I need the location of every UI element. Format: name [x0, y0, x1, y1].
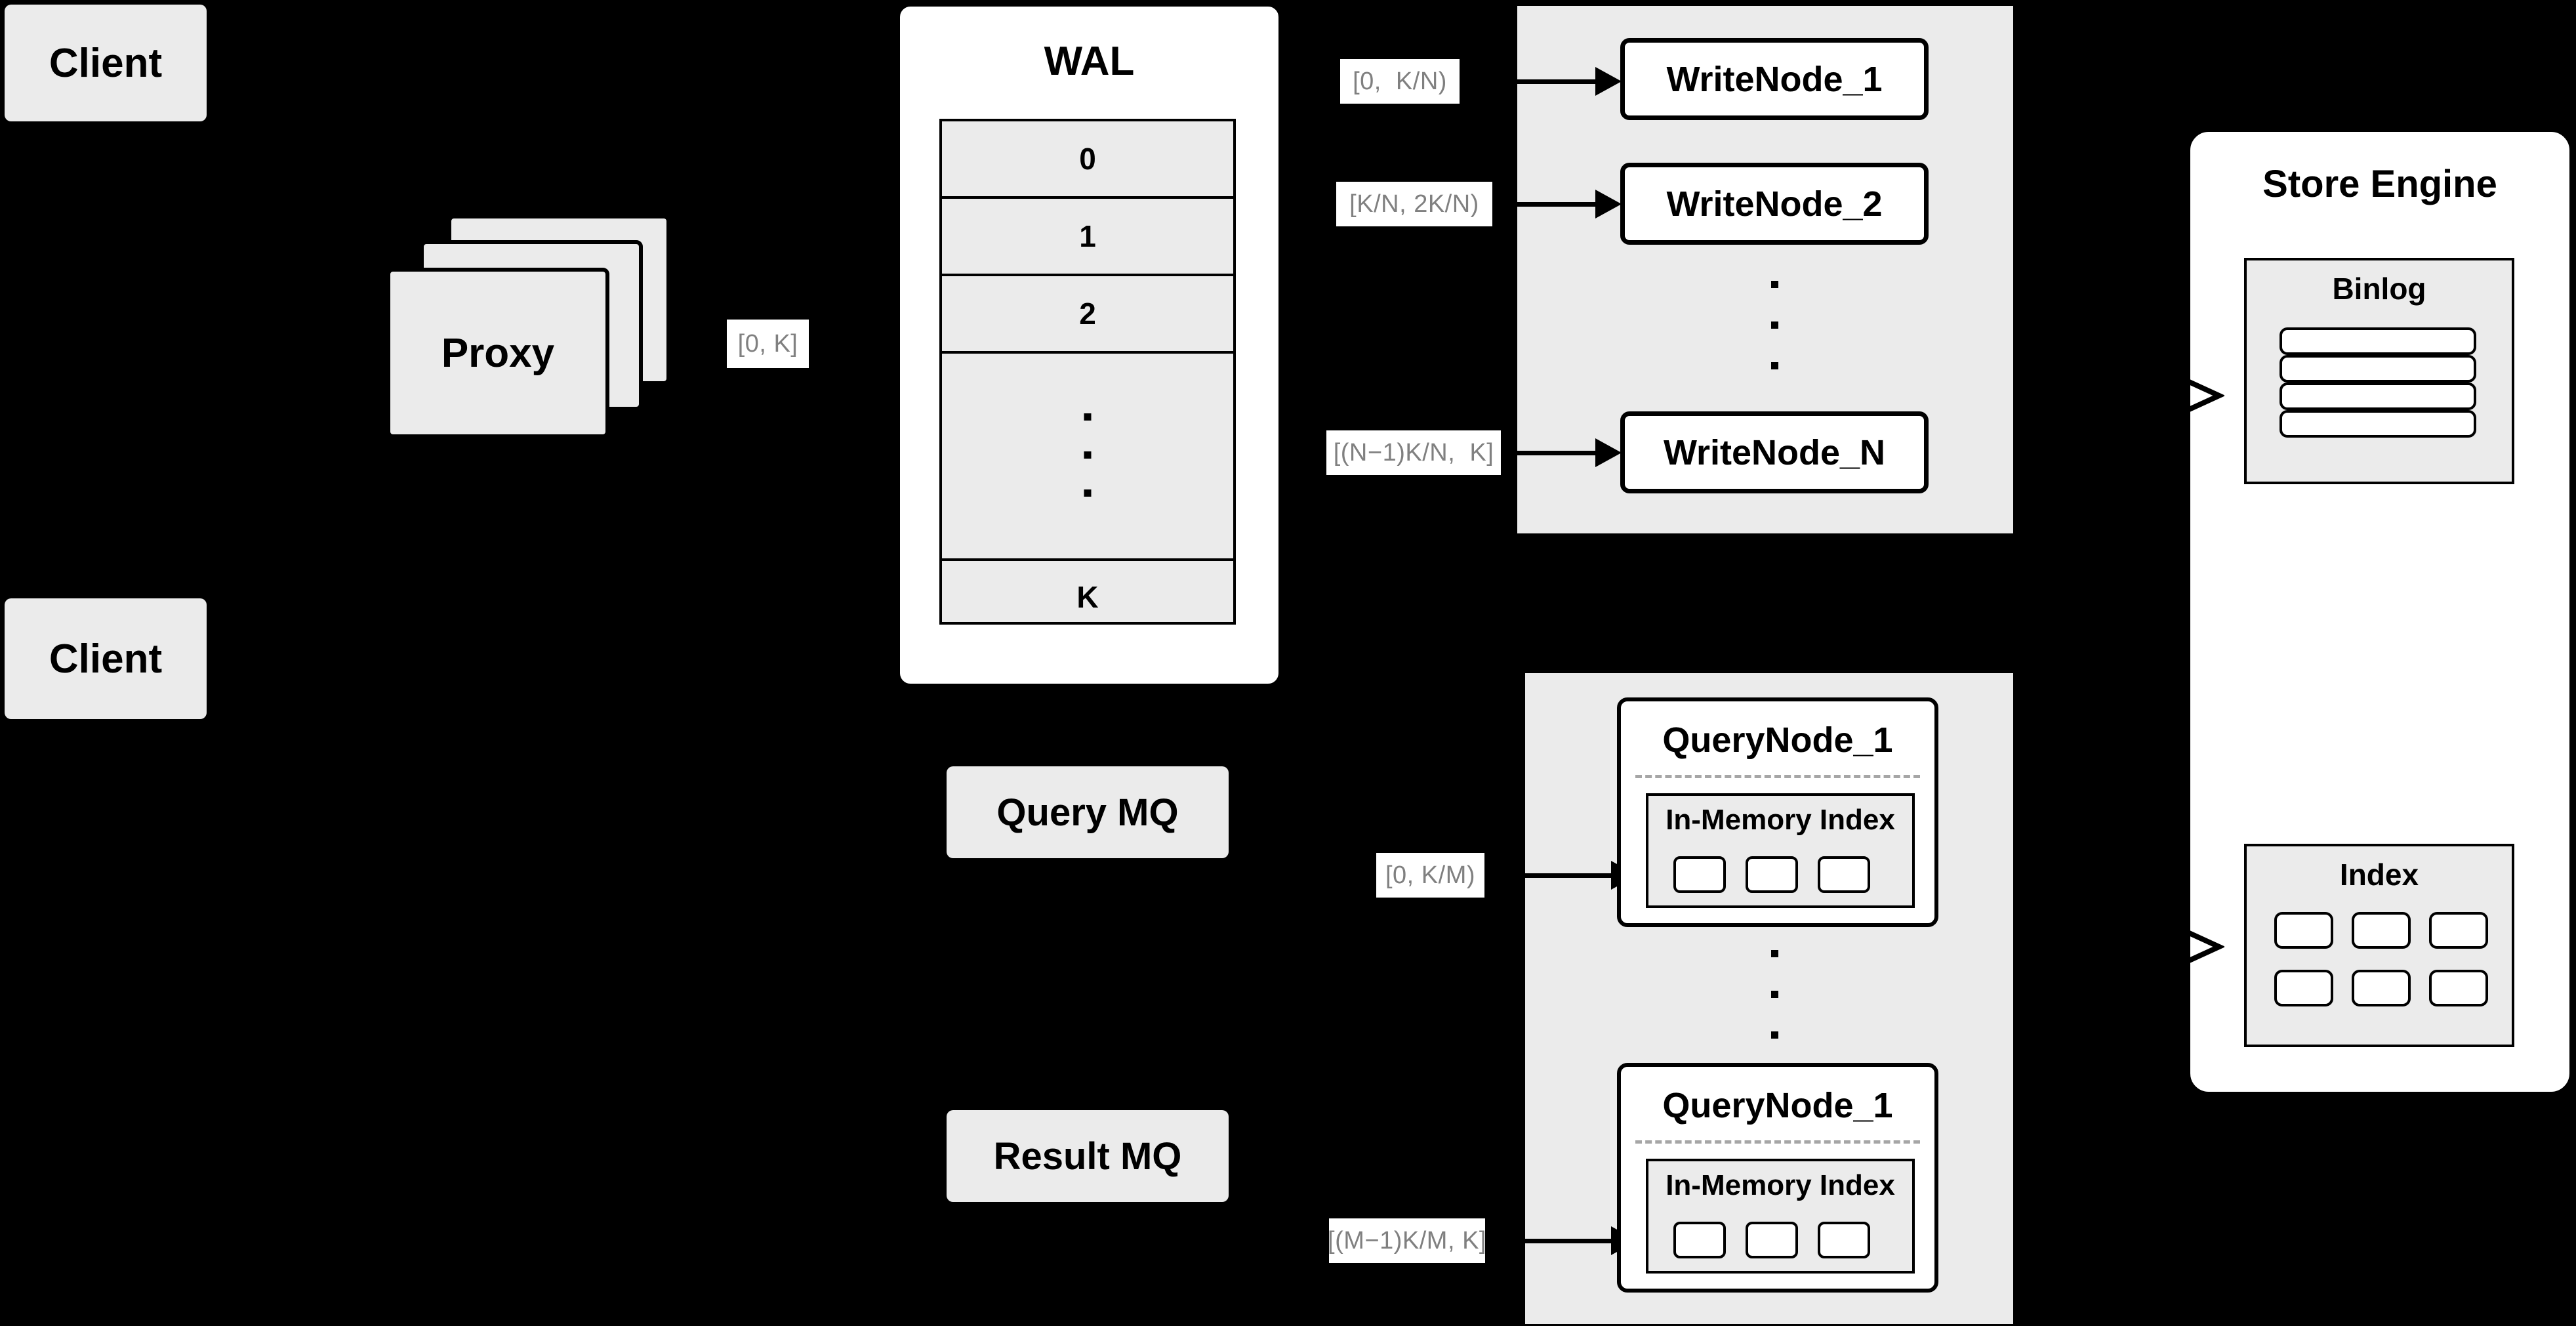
open-triangle-arrowhead-index: [2185, 928, 2224, 966]
writenode-n-range-text: [(N−1)K/N, K]: [1333, 438, 1494, 466]
writenode-2-range-text: [K/N, 2K/N): [1349, 190, 1479, 218]
in-memory-index-box-m: In-Memory Index: [1646, 1159, 1915, 1274]
index-cell-2[interactable]: [2352, 912, 2411, 949]
in-memory-index-title-text-m: In-Memory Index: [1666, 1169, 1895, 1201]
writenode-n-range-label: [(N−1)K/N, K]: [1326, 430, 1501, 475]
client-label-2: Client: [49, 636, 163, 682]
index-title: Index: [2247, 857, 2512, 892]
querynode-title-1: QueryNode_1: [1621, 720, 1934, 760]
writenode-n-arrow: [1515, 438, 1627, 467]
writenode-box-n[interactable]: WriteNode_N: [1620, 411, 1929, 493]
in-memory-index-title-text-1: In-Memory Index: [1666, 804, 1895, 836]
querynode-box-1[interactable]: QueryNode_1 In-Memory Index: [1617, 697, 1938, 927]
writenode-box-1[interactable]: WriteNode_1: [1620, 38, 1929, 120]
querynode-m-range-text: [(M−1)K/M, K]: [1328, 1226, 1486, 1254]
wal-cell-text-k: K: [1076, 579, 1099, 614]
writenode-2-arrow: [1515, 190, 1627, 218]
wal-table: 0 1 2 K: [939, 119, 1236, 625]
index-cell-6[interactable]: [2429, 970, 2488, 1006]
proxy-range-label: [0, K]: [727, 320, 809, 368]
wal-title: WAL: [897, 38, 1281, 85]
result-mq-label: Result MQ: [993, 1134, 1182, 1178]
writenode-label-n: WriteNode_N: [1663, 432, 1886, 472]
querynode-box-m[interactable]: QueryNode_1 In-Memory Index: [1617, 1063, 1938, 1293]
index-title-text: Index: [2339, 858, 2419, 892]
binlog-row-4[interactable]: [2280, 410, 2476, 438]
binlog-row-2[interactable]: [2280, 355, 2476, 383]
binlog-title-text: Binlog: [2332, 272, 2426, 306]
binlog-in-arrow: [2154, 376, 2229, 415]
index-box: Index: [2244, 844, 2514, 1047]
wal-cell-text-1: 1: [1079, 219, 1096, 253]
writenode-2-range-label: [K/N, 2K/N): [1336, 182, 1492, 226]
writenode-1-arrow: [1515, 67, 1627, 96]
in-memory-index-cell-1-3[interactable]: [1818, 856, 1870, 893]
index-cell-4[interactable]: [2274, 970, 2333, 1006]
in-memory-index-cell-m-3[interactable]: [1818, 1222, 1870, 1258]
querynode-divider-1: [1635, 775, 1920, 778]
querynode-1-range-text: [0, K/M): [1385, 861, 1476, 889]
querynode-title-text-1: QueryNode_1: [1662, 720, 1893, 760]
writenode-label-2: WriteNode_2: [1666, 184, 1883, 224]
binlog-box: Binlog: [2244, 258, 2514, 484]
store-engine-title: Store Engine: [2186, 162, 2573, 206]
index-cell-1[interactable]: [2274, 912, 2333, 949]
in-memory-index-title-m: In-Memory Index: [1648, 1169, 1912, 1202]
index-cell-5[interactable]: [2352, 970, 2411, 1006]
wal-cell-text-2: 2: [1079, 297, 1096, 331]
query-group-vertical-dots-icon: [1771, 950, 1778, 1039]
result-mq-box[interactable]: Result MQ: [947, 1110, 1229, 1202]
querynode-divider-m: [1635, 1140, 1920, 1144]
wal-cell-text-0: 0: [1079, 142, 1096, 176]
query-mq-box[interactable]: Query MQ: [947, 766, 1229, 858]
client-label-1: Client: [49, 40, 163, 86]
querynode-title-text-m: QueryNode_1: [1662, 1086, 1893, 1125]
binlog-title: Binlog: [2247, 271, 2512, 306]
in-memory-index-cell-1-2[interactable]: [1746, 856, 1798, 893]
writenode-1-range-label: [0, K/N): [1340, 59, 1460, 104]
wal-row-1[interactable]: 1: [942, 199, 1233, 276]
querynode-title-m: QueryNode_1: [1621, 1085, 1934, 1126]
writenode-1-range-text: [0, K/N): [1353, 67, 1447, 95]
client-box-1[interactable]: Client: [5, 5, 207, 121]
in-memory-index-cell-1-1[interactable]: [1673, 856, 1726, 893]
client-box-2[interactable]: Client: [5, 598, 207, 719]
in-memory-index-box-1: In-Memory Index: [1646, 793, 1915, 908]
wal-row-k[interactable]: K: [942, 561, 1233, 632]
proxy-stack-layer-1[interactable]: Proxy: [386, 268, 609, 438]
index-in-arrow: [2154, 927, 2229, 966]
querynode-m-range-label: [(M−1)K/M, K]: [1328, 1218, 1486, 1263]
binlog-row-1[interactable]: [2280, 327, 2476, 355]
wal-row-2[interactable]: 2: [942, 276, 1233, 354]
proxy-label: Proxy: [441, 330, 555, 376]
write-group-vertical-dots-icon: [1771, 281, 1778, 369]
in-memory-index-cell-m-2[interactable]: [1746, 1222, 1798, 1258]
writenode-box-2[interactable]: WriteNode_2: [1620, 163, 1929, 245]
index-cell-3[interactable]: [2429, 912, 2488, 949]
query-mq-label: Query MQ: [996, 791, 1179, 834]
in-memory-index-title-1: In-Memory Index: [1648, 804, 1912, 837]
wal-vertical-dots-icon: [1084, 413, 1092, 499]
proxy-range-text: [0, K]: [737, 329, 798, 358]
in-memory-index-cell-m-1[interactable]: [1673, 1222, 1726, 1258]
open-triangle-arrowhead-binlog: [2185, 377, 2224, 415]
wal-row-0[interactable]: 0: [942, 121, 1233, 199]
wal-title-text: WAL: [1044, 39, 1135, 84]
wal-row-ellipsis: [942, 354, 1233, 561]
writenode-label-1: WriteNode_1: [1666, 59, 1883, 99]
binlog-row-3[interactable]: [2280, 383, 2476, 410]
querynode-1-range-label: [0, K/M): [1376, 853, 1484, 898]
store-engine-title-text: Store Engine: [2262, 163, 2497, 205]
